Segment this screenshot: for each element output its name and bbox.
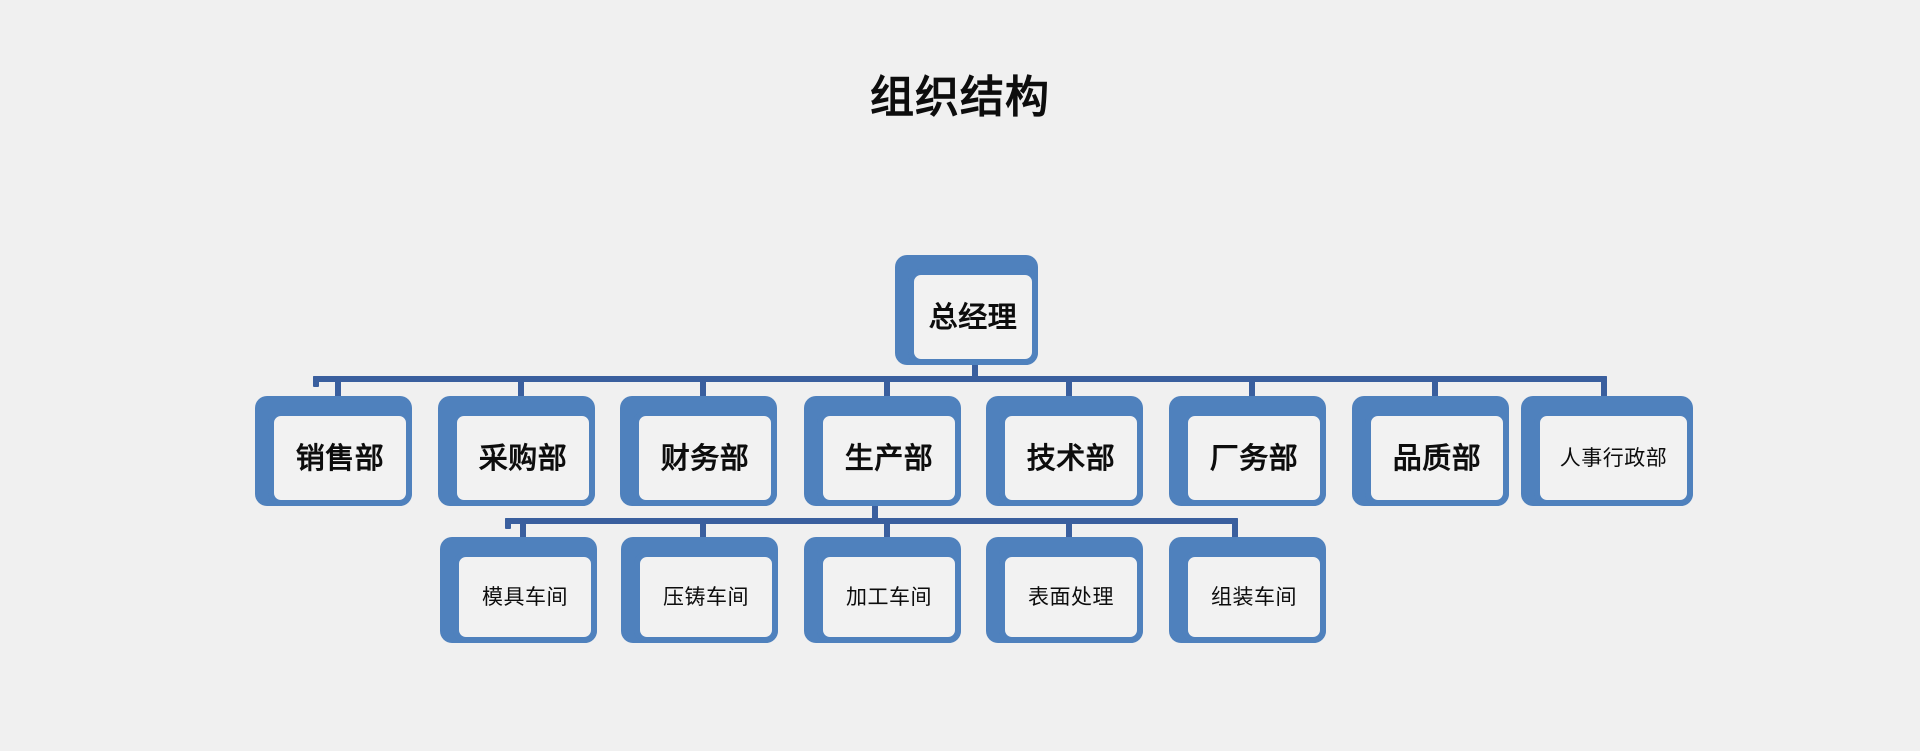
org-node-label: 压铸车间 <box>663 584 749 609</box>
org-node-label: 品质部 <box>1392 440 1482 475</box>
org-node-label: 采购部 <box>478 440 568 475</box>
org-node-diecast-workshop[interactable]: 压铸车间 <box>621 537 778 643</box>
node-body: 销售部 <box>268 410 412 506</box>
org-node-plant-affairs[interactable]: 厂务部 <box>1169 396 1326 506</box>
connector-stub-quality <box>1432 378 1438 400</box>
org-node-general-manager[interactable]: 总经理 <box>895 255 1038 365</box>
org-node-label: 总经理 <box>928 299 1018 334</box>
node-body: 压铸车间 <box>634 551 778 643</box>
node-body: 财务部 <box>633 410 777 506</box>
org-node-purchasing[interactable]: 采购部 <box>438 396 595 506</box>
node-body: 品质部 <box>1365 410 1509 506</box>
connector-stub-plant-affairs <box>1249 378 1255 400</box>
connector-stub-mold-workshop <box>520 520 526 542</box>
org-node-label: 表面处理 <box>1028 584 1114 609</box>
org-node-label: 厂务部 <box>1209 440 1299 475</box>
connector-root-stem <box>972 360 978 382</box>
org-node-label: 销售部 <box>295 440 385 475</box>
org-node-sales[interactable]: 销售部 <box>255 396 412 506</box>
connector-stub-production <box>884 378 890 400</box>
connector-level2-left-tick <box>505 518 511 529</box>
connector-stub-machining-workshop <box>884 520 890 542</box>
node-body: 加工车间 <box>817 551 961 643</box>
connector-level1-left-tick <box>313 376 319 387</box>
org-node-quality[interactable]: 品质部 <box>1352 396 1509 506</box>
org-node-label: 技术部 <box>1026 440 1116 475</box>
connector-level2-bar <box>505 518 1238 524</box>
connector-level1-bar <box>313 376 1607 382</box>
connector-stub-hr-admin <box>1601 378 1607 400</box>
node-body: 厂务部 <box>1182 410 1326 506</box>
node-body: 技术部 <box>999 410 1143 506</box>
node-body: 采购部 <box>451 410 595 506</box>
org-node-production[interactable]: 生产部 <box>804 396 961 506</box>
connector-stub-sales <box>335 378 341 400</box>
connector-stub-purchasing <box>518 378 524 400</box>
node-body: 表面处理 <box>999 551 1143 643</box>
org-node-technology[interactable]: 技术部 <box>986 396 1143 506</box>
org-node-label: 模具车间 <box>482 584 568 609</box>
org-node-label: 人事行政部 <box>1559 445 1668 470</box>
page-title: 组织结构 <box>870 72 1050 123</box>
org-node-hr-admin[interactable]: 人事行政部 <box>1521 396 1693 506</box>
node-body: 生产部 <box>817 410 961 506</box>
connector-stub-diecast-workshop <box>700 520 706 542</box>
connector-stub-technology <box>1066 378 1072 400</box>
org-node-label: 生产部 <box>844 440 934 475</box>
connector-stub-finance <box>700 378 706 400</box>
connector-stub-surface-treatment <box>1066 520 1072 542</box>
org-node-label: 组装车间 <box>1211 584 1297 609</box>
org-node-machining-workshop[interactable]: 加工车间 <box>804 537 961 643</box>
org-node-assembly-workshop[interactable]: 组装车间 <box>1169 537 1326 643</box>
node-body: 组装车间 <box>1182 551 1326 643</box>
org-node-label: 财务部 <box>660 440 750 475</box>
org-node-surface-treatment[interactable]: 表面处理 <box>986 537 1143 643</box>
org-node-finance[interactable]: 财务部 <box>620 396 777 506</box>
connector-stub-assembly-workshop <box>1232 520 1238 542</box>
node-body: 总经理 <box>908 269 1038 365</box>
org-node-label: 加工车间 <box>846 584 932 609</box>
connector-production-stem <box>872 500 878 524</box>
org-node-mold-workshop[interactable]: 模具车间 <box>440 537 597 643</box>
node-body: 模具车间 <box>453 551 597 643</box>
node-body: 人事行政部 <box>1534 410 1693 506</box>
